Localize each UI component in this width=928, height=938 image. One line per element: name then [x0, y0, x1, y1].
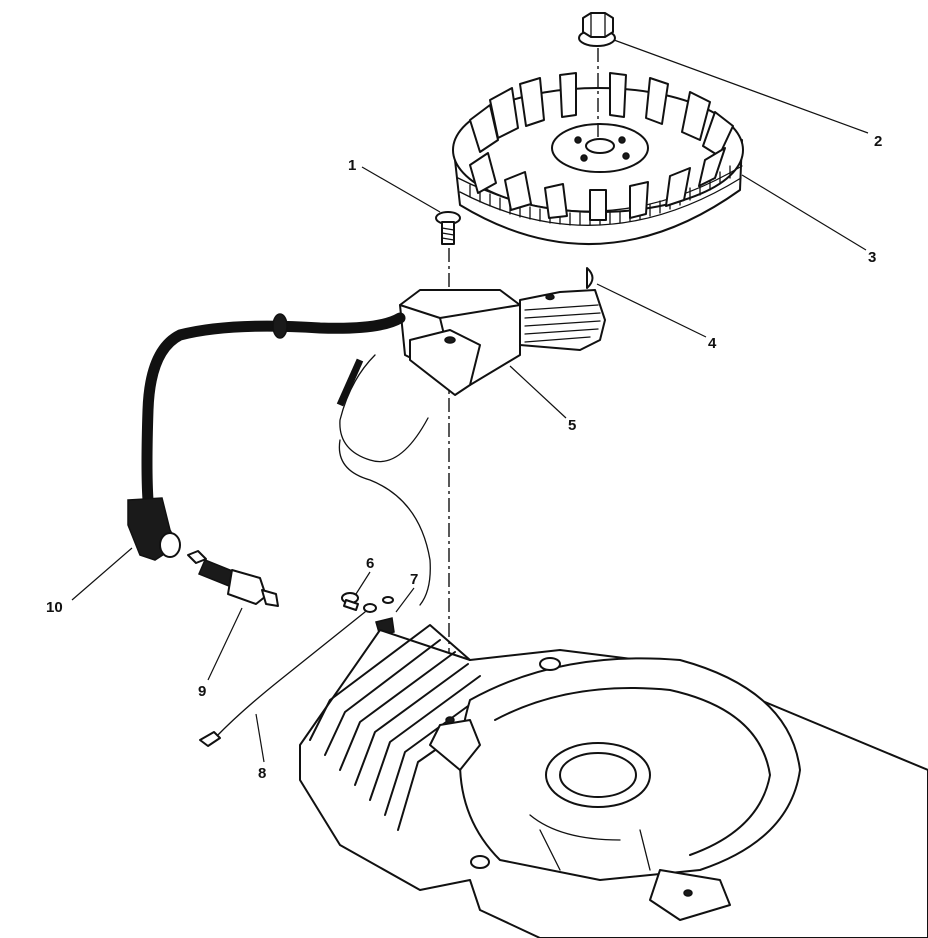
leader-lines [71, 39, 869, 763]
module-ground-wire [336, 354, 431, 606]
callout-8: 8 [258, 765, 266, 782]
ground-screw [341, 592, 359, 611]
callout-10: 10 [46, 599, 63, 616]
stop-wire [199, 611, 366, 747]
callout-9: 9 [198, 683, 206, 700]
callout-1: 1 [348, 157, 356, 174]
spark-plug-wire [127, 312, 406, 561]
engine-block [299, 624, 928, 938]
spark-plug [187, 550, 279, 607]
callout-labels: 1 2 3 4 5 6 7 8 9 10 [46, 133, 882, 782]
callout-5: 5 [568, 417, 576, 434]
flywheel-key [586, 267, 594, 289]
callout-3: 3 [868, 249, 876, 266]
callout-7: 7 [410, 571, 418, 588]
ignition-module [399, 289, 606, 396]
callout-6: 6 [366, 555, 374, 572]
flywheel-nut [578, 12, 616, 47]
callout-2: 2 [874, 133, 882, 150]
callout-4: 4 [708, 335, 717, 352]
flywheel [452, 72, 744, 246]
mounting-screw [435, 211, 461, 245]
